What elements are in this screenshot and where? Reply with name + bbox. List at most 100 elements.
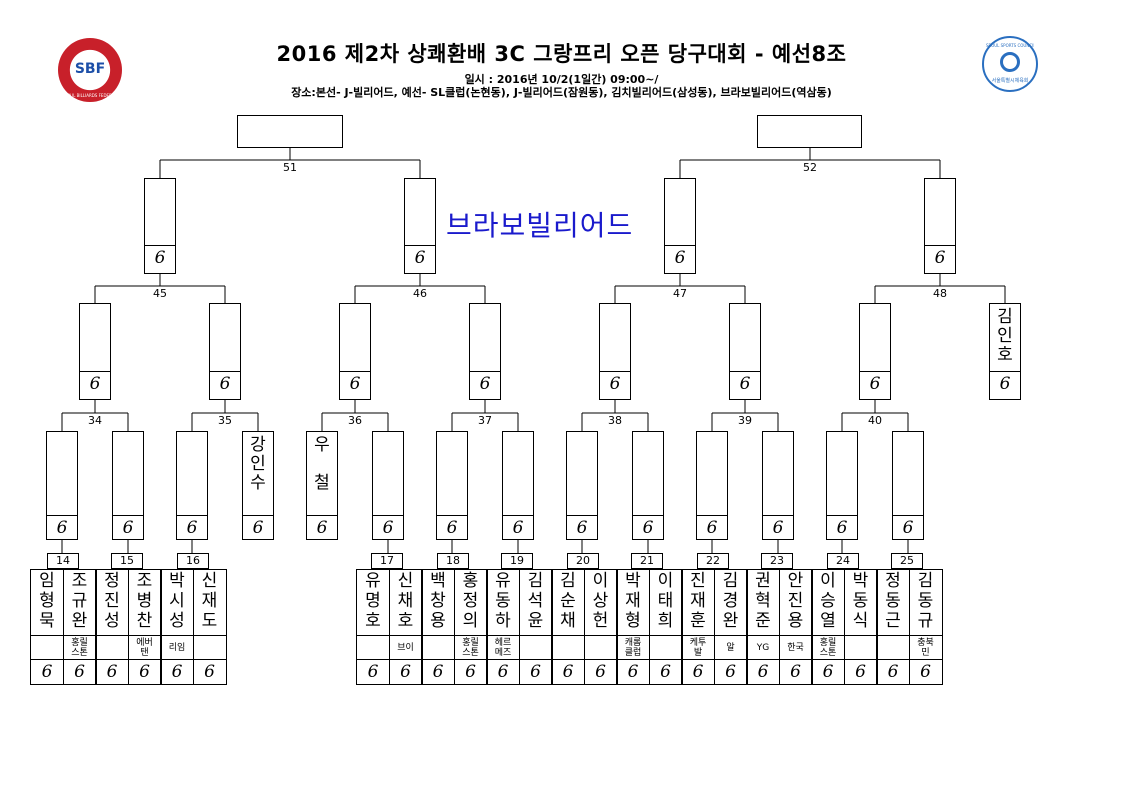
r2-slot-12: 6: [762, 431, 794, 540]
right-score-10: 6: [648, 659, 683, 685]
left-club-6: [192, 635, 227, 660]
semifinal-slot-1-score: 6: [154, 248, 166, 268]
right-club-18: 충북 민: [908, 635, 943, 660]
left-score-4: 6: [127, 659, 162, 685]
r2-slot-2-score: 6: [122, 518, 134, 538]
match-number-23: 23: [761, 553, 793, 569]
r3-slot-8-score: 6: [999, 374, 1011, 394]
left-club-4: 에버 탠: [127, 635, 162, 660]
r3-slot-3-score: 6: [349, 374, 361, 394]
r2-slot-5-divider: [307, 515, 337, 516]
right-club-4: 홍릴 스톤: [453, 635, 488, 660]
match-number-20: 20: [567, 553, 599, 569]
right-club-12: 알: [713, 635, 748, 660]
r3-slot-1: 6: [79, 303, 111, 400]
r2-slot-1: 6: [46, 431, 78, 540]
r2-slot-11: 6: [696, 431, 728, 540]
right-score-4: 6: [453, 659, 488, 685]
right-score-8: 6: [583, 659, 618, 685]
match-number-17: 17: [371, 553, 403, 569]
match-number-35: 35: [218, 414, 232, 427]
r2-slot-8-divider: [503, 515, 533, 516]
final-winner-box-1: [237, 115, 343, 148]
right-club-6: [518, 635, 553, 660]
right-club-7: [551, 635, 585, 660]
r3-slot-2-score: 6: [219, 374, 231, 394]
match-number-24: 24: [827, 553, 859, 569]
r2-slot-10-score: 6: [642, 518, 654, 538]
r3-slot-7-score: 6: [869, 374, 881, 394]
right-player-15: 이 승 열: [811, 569, 845, 636]
semifinal-slot-1: 6: [144, 178, 176, 274]
venue-line: 장소:본선- J-빌리어드, 예선- SL클럽(논현동), J-빌리어드(잠원동…: [291, 86, 832, 99]
right-score-16: 6: [843, 659, 878, 685]
right-player-7: 김 순 채: [551, 569, 585, 636]
match-number-15: 15: [111, 553, 143, 569]
right-player-2: 신 채 호: [388, 569, 423, 636]
r2-slot-1-divider: [47, 515, 77, 516]
r2-slot-11-score: 6: [706, 518, 718, 538]
date-line: 일시 : 2016년 10/2(1일간) 09:00~/: [464, 73, 659, 86]
right-club-15: 홍릴 스톤: [811, 635, 845, 660]
right-score-11: 6: [681, 659, 715, 685]
right-player-9: 박 재 형: [616, 569, 650, 636]
r2-slot-10-divider: [633, 515, 663, 516]
semifinal-slot-2-score: 6: [414, 248, 426, 268]
right-player-3: 백 창 용: [421, 569, 455, 636]
right-player-10: 이 태 희: [648, 569, 683, 636]
r2-slot-3: 6: [176, 431, 208, 540]
council-logo-caption: 서울특별시체육회: [991, 78, 1029, 84]
right-score-2: 6: [388, 659, 423, 685]
left-player-2: 조 규 완: [62, 569, 97, 636]
left-score-2: 6: [62, 659, 97, 685]
match-number-37: 37: [478, 414, 492, 427]
right-score-7: 6: [551, 659, 585, 685]
r2-slot-1-score: 6: [56, 518, 68, 538]
right-player-8: 이 상 헌: [583, 569, 618, 636]
semifinal-slot-2-divider: [405, 245, 435, 246]
right-score-6: 6: [518, 659, 553, 685]
match-number-18: 18: [437, 553, 469, 569]
match-number-25: 25: [891, 553, 923, 569]
right-club-2: 브이: [388, 635, 423, 660]
right-player-5: 유 동 하: [486, 569, 520, 636]
r2-slot-9: 6: [566, 431, 598, 540]
right-player-11: 진 재 훈: [681, 569, 715, 636]
r2-slot-14: 6: [892, 431, 924, 540]
left-score-5: 6: [160, 659, 194, 685]
match-number-34: 34: [88, 414, 102, 427]
right-club-17: [876, 635, 910, 660]
left-player-6: 신 재 도: [192, 569, 227, 636]
right-club-3: [421, 635, 455, 660]
r2-slot-9-divider: [567, 515, 597, 516]
right-score-3: 6: [421, 659, 455, 685]
r3-slot-3-divider: [340, 371, 370, 372]
sbf-logo-text: SBF: [74, 61, 106, 77]
match-number-48: 48: [933, 287, 947, 300]
left-club-3: [95, 635, 129, 660]
right-club-10: [648, 635, 683, 660]
sbf-logo-ring-text: SEOUL BILLIARDS FEDERATION: [62, 93, 118, 98]
r2-slot-13-score: 6: [836, 518, 848, 538]
r3-slot-5-divider: [600, 371, 630, 372]
match-number-19: 19: [501, 553, 533, 569]
semifinal-slot-4-divider: [925, 245, 955, 246]
r3-slot-8-divider: [990, 371, 1020, 372]
right-club-13: YG: [746, 635, 780, 660]
r2-slot-8-score: 6: [512, 518, 524, 538]
council-logo-ring-text: SEOUL SPORTS COUNCIL: [986, 43, 1034, 48]
semifinal-slot-2: 6: [404, 178, 436, 274]
r3-slot-5-score: 6: [609, 374, 621, 394]
r3-slot-6-score: 6: [739, 374, 751, 394]
r2-slot-2-divider: [113, 515, 143, 516]
match-number-47: 47: [673, 287, 687, 300]
match-number-14: 14: [47, 553, 79, 569]
left-club-1: [30, 635, 64, 660]
r2-slot-6-score: 6: [382, 518, 394, 538]
match-number-38: 38: [608, 414, 622, 427]
right-score-15: 6: [811, 659, 845, 685]
r3-slot-7-divider: [860, 371, 890, 372]
right-score-12: 6: [713, 659, 748, 685]
right-player-4: 홍 정 의: [453, 569, 488, 636]
